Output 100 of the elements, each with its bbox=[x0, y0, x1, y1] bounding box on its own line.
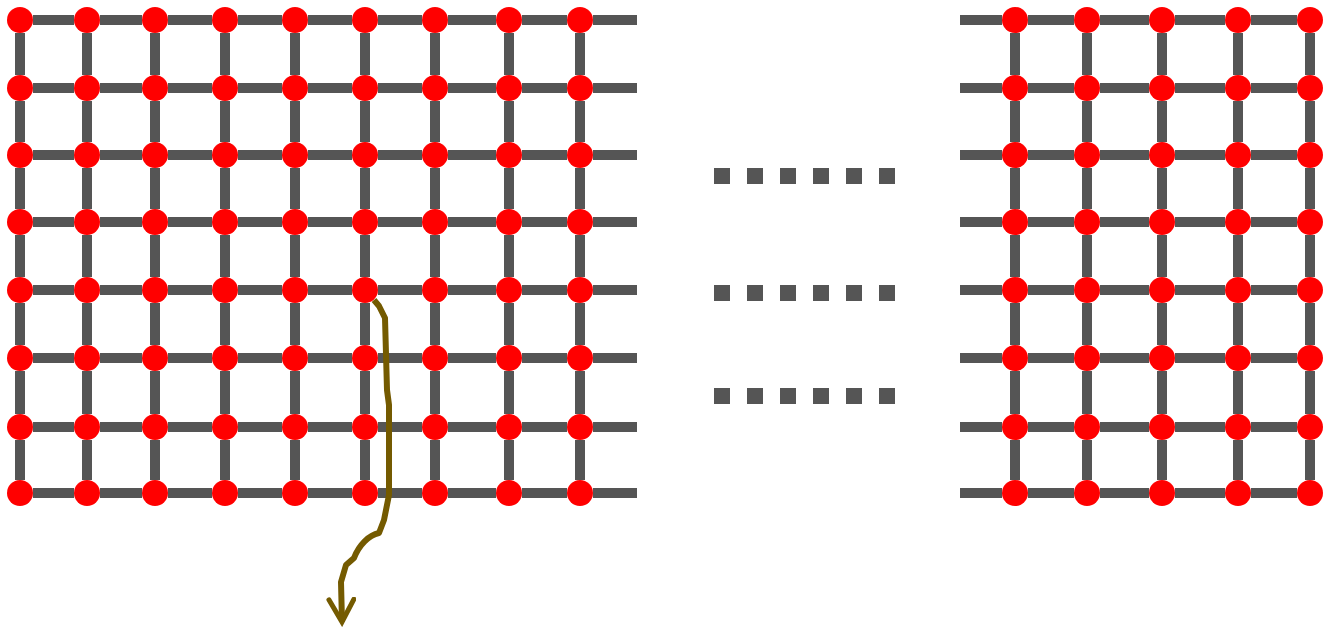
grid-line bbox=[378, 422, 422, 432]
grid-line bbox=[220, 440, 230, 480]
grid-line bbox=[1157, 440, 1167, 480]
lattice-node bbox=[142, 75, 168, 101]
grid-line bbox=[1305, 303, 1315, 345]
grid-line bbox=[504, 101, 514, 142]
grid-line bbox=[290, 371, 300, 414]
grid-line bbox=[448, 353, 496, 363]
grid-line bbox=[522, 488, 567, 498]
lattice-node bbox=[422, 75, 448, 101]
lattice-node bbox=[74, 277, 100, 303]
grid-line bbox=[575, 440, 585, 480]
lattice-node bbox=[282, 414, 308, 440]
grid-line bbox=[1157, 303, 1167, 345]
grid-line bbox=[100, 353, 142, 363]
lattice-node bbox=[74, 345, 100, 371]
lattice-node bbox=[212, 7, 238, 33]
lattice-node bbox=[1074, 277, 1100, 303]
grid-line bbox=[15, 101, 25, 142]
lattice-node bbox=[142, 7, 168, 33]
lattice-node bbox=[1074, 414, 1100, 440]
grid-line bbox=[82, 235, 92, 277]
grid-line bbox=[448, 217, 496, 227]
grid-line bbox=[1100, 285, 1149, 295]
grid-line bbox=[150, 168, 160, 209]
grid-line bbox=[1157, 235, 1167, 277]
grid-line bbox=[168, 285, 212, 295]
grid-line bbox=[378, 285, 422, 295]
grid-line bbox=[150, 440, 160, 480]
grid-line bbox=[1010, 168, 1020, 209]
lattice-node bbox=[74, 75, 100, 101]
lattice-node bbox=[74, 142, 100, 168]
grid-line bbox=[290, 303, 300, 345]
grid-line bbox=[168, 422, 212, 432]
grid-line bbox=[33, 488, 74, 498]
grid-line bbox=[100, 422, 142, 432]
lattice-node bbox=[422, 277, 448, 303]
lattice-node bbox=[282, 480, 308, 506]
lattice-node bbox=[422, 142, 448, 168]
grid-line bbox=[1175, 422, 1225, 432]
grid-line bbox=[308, 285, 352, 295]
grid-line bbox=[290, 168, 300, 209]
grid-line bbox=[448, 488, 496, 498]
grid-line bbox=[1028, 422, 1074, 432]
grid-line bbox=[1028, 353, 1074, 363]
lattice-node bbox=[282, 142, 308, 168]
grid-line bbox=[1100, 217, 1149, 227]
grid-line bbox=[1305, 371, 1315, 414]
grid-line bbox=[1082, 303, 1092, 345]
grid-line bbox=[238, 217, 282, 227]
grid-line bbox=[1100, 353, 1149, 363]
grid-line bbox=[82, 440, 92, 480]
grid-line bbox=[290, 101, 300, 142]
grid-line bbox=[168, 15, 212, 25]
grid-line bbox=[1251, 217, 1297, 227]
grid-line bbox=[1028, 285, 1074, 295]
lattice-node bbox=[567, 142, 593, 168]
lattice-node bbox=[142, 480, 168, 506]
grid-line bbox=[168, 488, 212, 498]
grid-line bbox=[378, 353, 422, 363]
lattice-node bbox=[142, 142, 168, 168]
grid-line bbox=[1010, 33, 1020, 75]
grid-line bbox=[220, 168, 230, 209]
grid-line bbox=[1010, 101, 1020, 142]
lattice-node bbox=[1225, 75, 1251, 101]
grid-line bbox=[82, 33, 92, 75]
grid-line bbox=[360, 303, 370, 345]
grid-line bbox=[504, 440, 514, 480]
grid-line bbox=[238, 285, 282, 295]
lattice-node bbox=[496, 75, 522, 101]
grid-line bbox=[522, 353, 567, 363]
grid-line bbox=[430, 440, 440, 480]
lattice-node bbox=[496, 142, 522, 168]
lattice-node bbox=[1074, 345, 1100, 371]
lattice-node bbox=[567, 480, 593, 506]
grid-line bbox=[1175, 83, 1225, 93]
grid-line bbox=[1028, 217, 1074, 227]
grid-line bbox=[360, 168, 370, 209]
lattice-node bbox=[1149, 142, 1175, 168]
grid-line bbox=[448, 15, 496, 25]
grid-line bbox=[1305, 168, 1315, 209]
grid-line bbox=[575, 33, 585, 75]
lattice-node bbox=[7, 345, 33, 371]
lattice-node bbox=[352, 345, 378, 371]
grid-line bbox=[1157, 168, 1167, 209]
lattice-node bbox=[1074, 75, 1100, 101]
grid-line bbox=[360, 371, 370, 414]
lattice-node bbox=[567, 209, 593, 235]
lattice-node bbox=[1002, 480, 1028, 506]
grid-line bbox=[1175, 15, 1225, 25]
lattice-node bbox=[352, 277, 378, 303]
grid-line bbox=[1233, 303, 1243, 345]
grid-line bbox=[1233, 371, 1243, 414]
lattice-node bbox=[496, 277, 522, 303]
grid-line bbox=[504, 33, 514, 75]
lattice-node bbox=[282, 7, 308, 33]
lattice-node bbox=[496, 209, 522, 235]
grid-line bbox=[238, 422, 282, 432]
lattice-node bbox=[1149, 75, 1175, 101]
lattice-node bbox=[422, 480, 448, 506]
